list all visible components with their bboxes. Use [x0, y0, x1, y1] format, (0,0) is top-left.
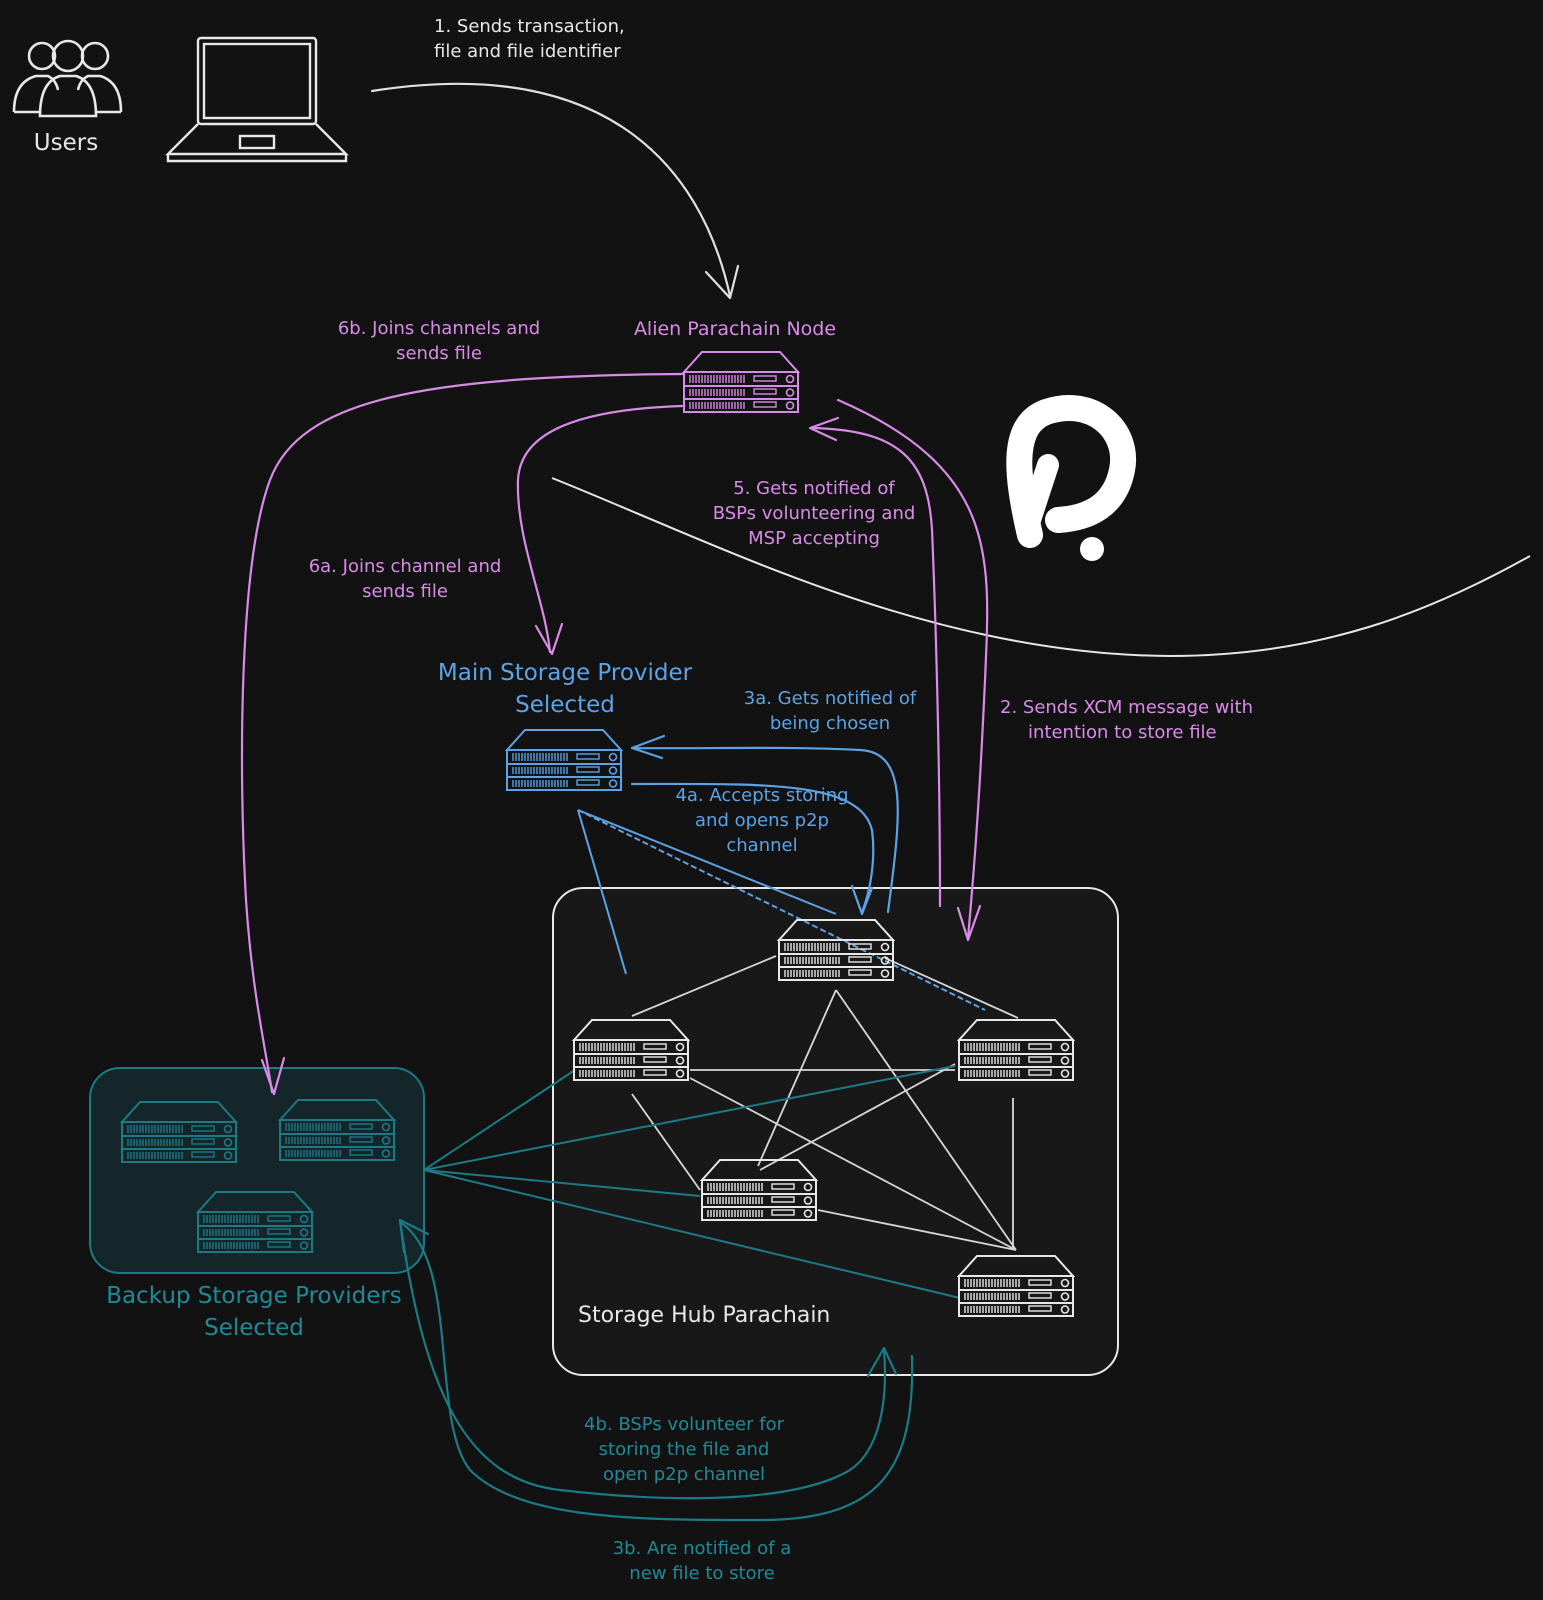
step-2-line-1: 2. Sends XCM message with	[1000, 697, 1253, 718]
arrow-step-4a	[630, 782, 875, 916]
alien-node-label: Alien Parachain Node	[634, 318, 836, 340]
step-1-line-2: file and file identifier	[434, 41, 621, 62]
step-5-line-1: 5. Gets notified of	[733, 478, 895, 499]
step-3a-line-2: being chosen	[770, 713, 890, 734]
arrow-step-6b	[240, 372, 684, 1096]
step-3b-line-1: 3b. Are notified of a	[613, 1538, 792, 1559]
step-6b-line-2: sends file	[396, 343, 482, 364]
arrow-step-5	[808, 416, 942, 908]
storage-hub-container	[552, 887, 1119, 1376]
hub-mesh-lines	[631, 955, 1019, 1251]
polkadot-logo	[1006, 394, 1137, 561]
users-label: Users	[34, 130, 98, 156]
step-6a-line-2: sends file	[362, 581, 448, 602]
step-3b-line-2: new file to store	[629, 1563, 774, 1584]
bsp-container	[89, 1067, 425, 1274]
users-icon	[12, 39, 123, 118]
network-wave-line	[551, 477, 1531, 658]
step-4b-line-2: storing the file and	[599, 1439, 770, 1460]
step-4a-line-3: channel	[726, 835, 797, 856]
step-4b-line-3: open p2p channel	[603, 1464, 765, 1485]
arrow-step-4b	[398, 1218, 898, 1500]
msp-title-line-1: Main Storage Provider	[438, 660, 693, 686]
step-3a-line-1: 3a. Gets notified of	[744, 688, 917, 709]
step-5-line-3: MSP accepting	[748, 528, 880, 549]
bsp-title-line-1: Backup Storage Providers	[106, 1283, 402, 1309]
step-6b-line-1: 6b. Joins channels and	[338, 318, 540, 339]
laptop-icon	[165, 36, 349, 163]
step-2-line-2: intention to store file	[1028, 722, 1217, 743]
step-4a-line-1: 4a. Accepts storing	[675, 785, 848, 806]
step-4a-line-2: and opens p2p	[695, 810, 829, 831]
arrow-step-3a	[630, 734, 899, 914]
step-4b-line-1: 4b. BSPs volunteer for	[584, 1414, 785, 1435]
hub-label: Storage Hub Parachain	[578, 1303, 830, 1328]
arrow-step-6a	[516, 404, 684, 656]
msp-mesh-lines	[577, 809, 986, 1011]
msp-title-line-2: Selected	[515, 692, 615, 718]
arrow-step-1	[370, 82, 740, 300]
step-5-line-2: BSPs volunteering and	[713, 503, 916, 524]
step-1-line-1: 1. Sends transaction,	[434, 16, 625, 37]
msp-server	[506, 729, 622, 791]
arrow-step-2	[836, 398, 989, 942]
bsp-mesh-lines	[423, 1065, 961, 1299]
bsp-title-line-2: Selected	[204, 1315, 304, 1341]
arrow-step-3b	[398, 1218, 914, 1522]
alien-node-server	[683, 351, 799, 413]
step-6a-line-1: 6a. Joins channel and	[309, 556, 502, 577]
